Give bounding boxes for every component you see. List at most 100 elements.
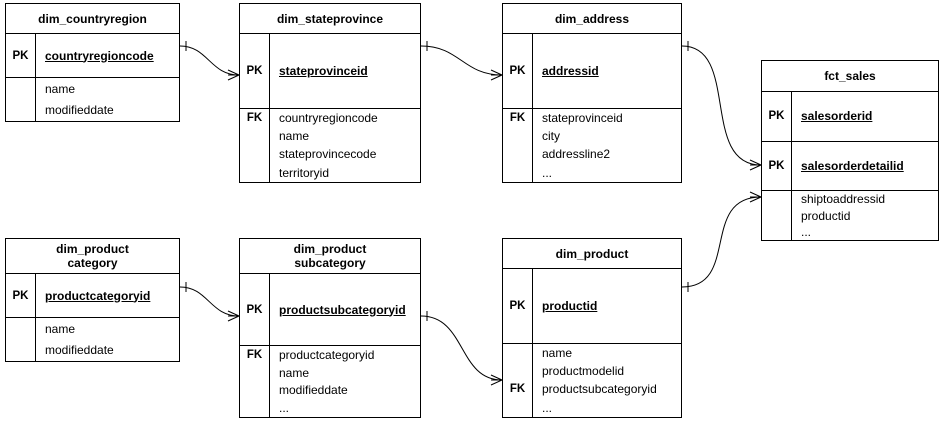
relationship-line [420,315,503,381]
attribute-name: city [532,126,681,146]
cardinality-many-crowsfoot-prong [490,379,503,386]
attribute-row[interactable]: ... [240,399,420,417]
attribute-group: PK productcategoryid [6,274,179,317]
attribute-name: productcategoryid [35,274,179,317]
attribute-row[interactable]: name [6,318,179,340]
attribute-row[interactable]: ... [762,223,938,240]
attribute-row[interactable]: name [240,126,420,146]
attribute-name: territoryid [269,163,420,182]
attribute-name: productid [791,207,938,224]
entity-title-dim_address: dim_address [503,4,681,34]
pk-badge: PK [246,303,263,316]
attribute-name: countryregioncode [35,34,179,77]
attribute-group: PK stateprovinceid [240,34,420,108]
attribute-row[interactable]: shiptoaddressid [762,191,938,208]
relationship-rel-subcategory-product[interactable] [420,311,503,386]
attribute-row[interactable]: PK stateprovinceid [240,34,420,108]
attribute-row[interactable]: PK productcategoryid [6,274,179,317]
attribute-name: modifieddate [35,99,179,121]
pk-badge: PK [12,289,29,302]
attribute-name: ... [791,223,938,240]
pk-badge: PK [768,110,785,123]
key-cell-empty [762,208,791,224]
key-cell-empty [503,344,532,362]
key-cell-empty [240,145,269,163]
attribute-row[interactable]: modifieddate [240,381,420,400]
attribute-row[interactable]: territoryid [240,163,420,182]
key-cell-empty [240,399,269,417]
entity-title-dim_product: dim_product [503,239,681,269]
relationship-rel-address-sales[interactable] [681,41,762,171]
cardinality-many-crowsfoot-prong [490,74,503,81]
attribute-row[interactable]: name [240,363,420,382]
relationship-rel-product-sales[interactable] [681,191,762,292]
cardinality-many-crowsfoot-prong [490,374,503,381]
key-cell-empty [6,318,35,340]
attribute-name: name [35,78,179,100]
attribute-name: productmodelid [532,361,681,381]
attribute-row[interactable]: modifieddate [6,99,179,121]
attribute-name: stateprovinceid [269,34,420,108]
attribute-row[interactable]: city [503,126,681,146]
pk-badge: PK [768,160,785,172]
attribute-row[interactable]: PK countryregioncode [6,34,179,77]
relationship-rel-productcategory-subcategory[interactable] [179,282,240,322]
attribute-name: name [269,126,420,146]
relationship-rel-stateprovince-address[interactable] [420,41,503,81]
attribute-name: productsubcategoryid [532,380,681,399]
attribute-row[interactable]: PK salesorderid [762,92,938,141]
pk-badge: PK [509,299,526,312]
entity-title-dim_productsubcategory: dim_product subcategory [240,239,420,274]
cardinality-many-crowsfoot-prong [227,74,240,81]
relationship-rel-countryregion-stateprovince[interactable] [179,41,240,81]
attribute-name: ... [532,398,681,417]
attribute-name: salesorderid [791,92,938,141]
attribute-name: ... [532,163,681,182]
attribute-row[interactable]: productid [762,207,938,224]
attribute-row[interactable]: name [6,78,179,100]
attribute-row[interactable]: modifieddate [6,339,179,361]
fk-badge: FK [246,111,263,124]
key-cell-empty [240,127,269,145]
attribute-row[interactable]: ... [503,398,681,417]
pk-badge: PK [246,64,263,77]
attribute-row[interactable]: name [503,343,681,362]
entity-title-dim_stateprovince: dim_stateprovince [240,4,420,34]
attribute-row[interactable]: ... [503,163,681,182]
attribute-row[interactable]: stateprovincecode [240,145,420,164]
relationship-line [179,45,240,76]
attribute-row[interactable]: productmodelid [503,361,681,381]
cardinality-many-crowsfoot-prong [490,69,503,76]
attribute-name: stateprovinceid [532,108,681,127]
key-cell-empty [240,382,269,400]
cardinality-many-crowsfoot-prong [227,315,240,322]
pk-badge: PK [12,49,29,62]
attribute-row[interactable]: addressline2 [503,145,681,164]
attribute-name: name [532,343,681,362]
key-cell-empty [240,164,269,182]
relationship-line [420,45,503,76]
key-cell-empty [240,364,269,382]
